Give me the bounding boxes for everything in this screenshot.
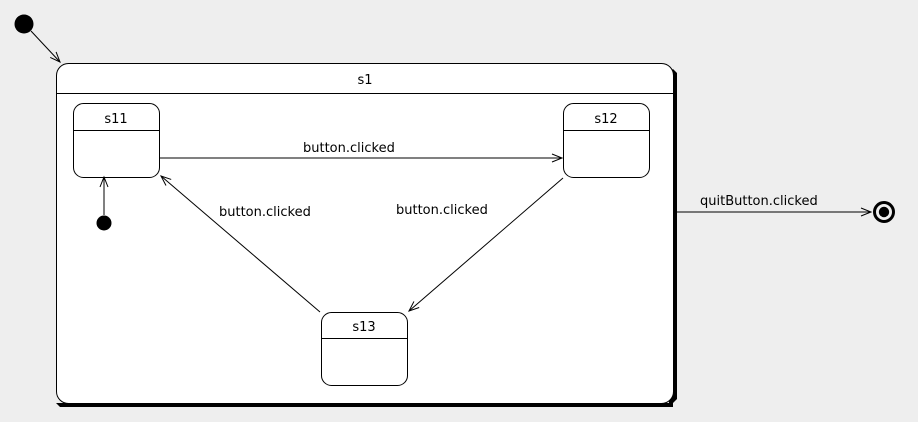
transition-s12-to-s13[interactable] xyxy=(407,177,564,312)
transition-s1-to-final-label: quitButton.clicked xyxy=(700,194,818,209)
composite-state-s1-label: s1 xyxy=(357,73,372,88)
state-s11-box[interactable] xyxy=(73,103,160,178)
state-s11-label: s11 xyxy=(104,112,127,127)
state-s12-box[interactable] xyxy=(563,103,650,178)
state-s13-box[interactable] xyxy=(321,312,408,386)
final-state-node[interactable] xyxy=(873,201,895,223)
inner-initial-state-node[interactable] xyxy=(96,215,112,231)
final-state-outer-ring xyxy=(873,201,895,223)
state-s13[interactable]: s13 xyxy=(321,312,408,386)
final-state-inner-dot xyxy=(878,206,890,218)
state-s12[interactable]: s12 xyxy=(563,103,650,178)
transition-s11-to-s12-label: button.clicked xyxy=(303,141,395,156)
transition-s13-to-s11[interactable] xyxy=(159,175,321,313)
state-s13-label: s13 xyxy=(352,320,375,335)
transition-s13-to-s11-label: button.clicked xyxy=(219,205,311,220)
composite-state-s1-box[interactable] xyxy=(56,63,674,404)
transition-start-to-s1[interactable] xyxy=(30,30,61,63)
state-s12-label: s12 xyxy=(594,112,617,127)
state-s11[interactable]: s11 xyxy=(73,103,160,178)
transition-s12-to-s13-label: button.clicked xyxy=(396,203,488,218)
initial-state-node[interactable] xyxy=(14,14,34,34)
composite-state-s1[interactable]: s1 xyxy=(56,63,677,408)
